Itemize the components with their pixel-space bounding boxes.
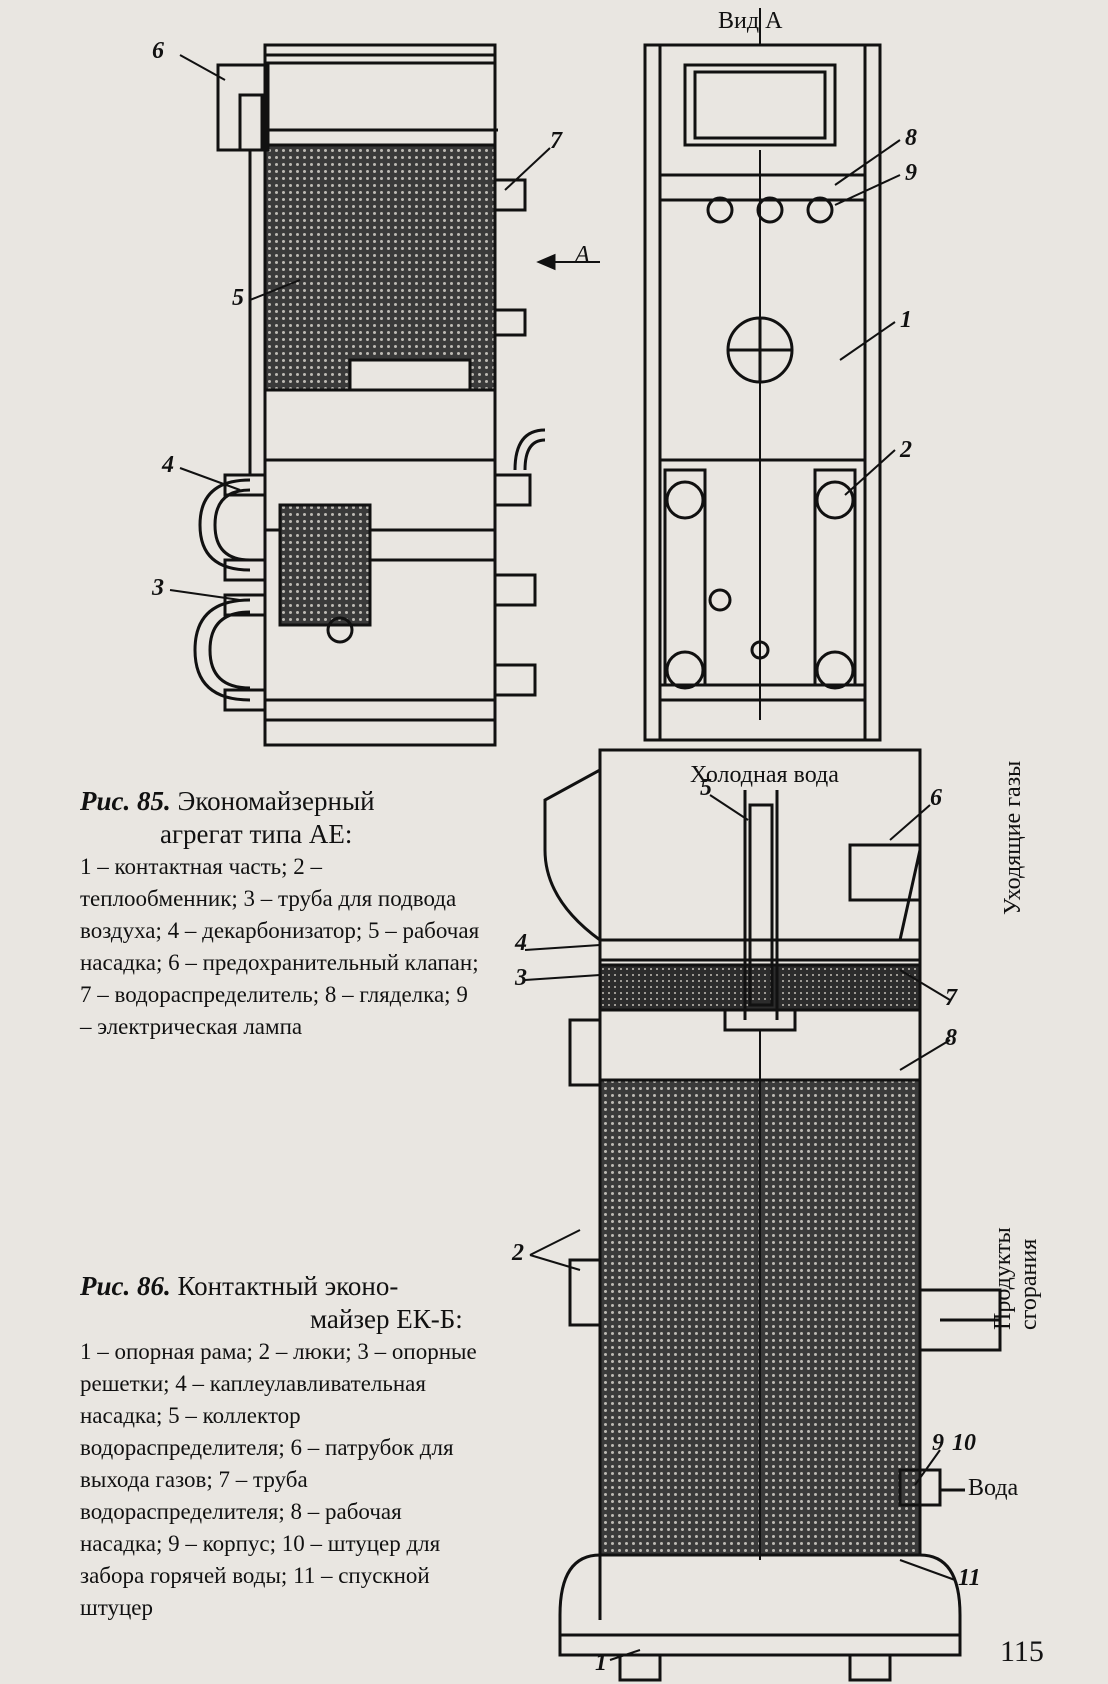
fig85-num-1: 1 — [900, 307, 912, 333]
fig86-cold-water-label: Холодная вода — [690, 762, 839, 788]
fig85-caption-title2: агрегат типа АЕ: — [160, 819, 353, 849]
fig86-exhaust-gases-label: Уходящие газы — [1000, 760, 1026, 915]
fig85-legend: 1 – контактная часть; 2 – теплообменник;… — [80, 854, 480, 1039]
fig85-num-2: 2 — [900, 437, 912, 463]
fig86-num-8: 8 — [945, 1025, 957, 1051]
fig86-water-label: Вода — [968, 1475, 1019, 1501]
fig85-num-7: 7 — [550, 128, 562, 154]
fig85-view-a-label: Вид А — [718, 8, 783, 34]
fig86-num-4: 4 — [515, 930, 527, 956]
fig86-drawing — [524, 748, 1002, 1682]
fig85-num-8: 8 — [905, 125, 917, 151]
fig86-caption: Рис. 86. Контактный эконо- майзер ЕК-Б: … — [80, 1270, 480, 1624]
fig86-num-7: 7 — [945, 985, 957, 1011]
fig85-caption: Рис. 85. Экономайзерный агрегат типа АЕ:… — [80, 785, 480, 1043]
fig85-num-9: 9 — [905, 160, 917, 186]
fig85-arrow-a-label: А — [575, 242, 590, 268]
fig85-num-4: 4 — [162, 452, 174, 478]
fig86-num-2: 2 — [512, 1240, 524, 1266]
fig86-caption-title2: майзер ЕК-Б: — [310, 1304, 463, 1334]
fig85-caption-title: Экономайзерный — [177, 786, 375, 816]
fig85-num-5: 5 — [232, 285, 244, 311]
fig86-legend: 1 – опорная рама; 2 – люки; 3 – опорные … — [80, 1339, 477, 1620]
fig86-caption-number: Рис. 86. — [80, 1271, 171, 1301]
fig85-caption-number: Рис. 85. — [80, 786, 171, 816]
fig86-num-3: 3 — [515, 965, 527, 991]
fig86-num-6: 6 — [930, 785, 942, 811]
fig85-num-3: 3 — [152, 575, 164, 601]
fig86-num-5: 5 — [700, 775, 712, 801]
fig86-num-11: 11 — [958, 1565, 981, 1591]
fig86-caption-title: Контактный эконо- — [177, 1271, 399, 1301]
fig85-num-6: 6 — [152, 38, 164, 64]
fig85-side-view — [169, 43, 600, 747]
fig86-combustion-products-label: Продукты сгорания — [990, 1227, 1042, 1330]
page-number: 115 — [1000, 1635, 1044, 1668]
fig86-num-1: 1 — [595, 1650, 607, 1676]
fig86-num-9: 9 — [932, 1430, 944, 1456]
fig85-view-a — [643, 8, 901, 742]
fig86-num-10: 10 — [952, 1430, 976, 1456]
